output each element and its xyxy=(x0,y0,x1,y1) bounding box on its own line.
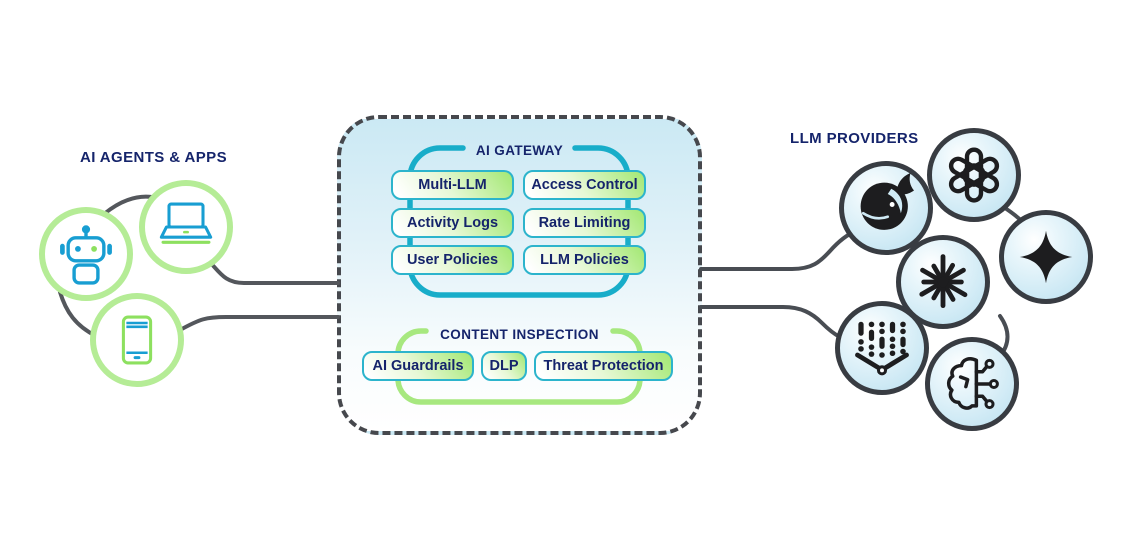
claude-starburst-circle xyxy=(896,235,990,329)
pill-user-policies: User Policies xyxy=(391,245,514,275)
pill-rate-limiting: Rate Limiting xyxy=(523,207,646,238)
gemini-star-icon xyxy=(1019,230,1073,284)
ai-gateway-label: AI GATEWAY xyxy=(475,143,564,158)
deepseek-whale-circle xyxy=(839,161,933,255)
openai-circle xyxy=(927,128,1021,222)
laptop-icon xyxy=(159,202,213,244)
pill-access-control: Access Control xyxy=(523,170,646,200)
gateway-pill-grid: Multi-LLM Access Control Activity Logs R… xyxy=(391,170,646,275)
pill-dlp: DLP xyxy=(481,351,527,381)
deepseek-whale-icon xyxy=(860,173,914,230)
claude-starburst-icon xyxy=(919,254,968,309)
link-robot-laptop xyxy=(102,194,154,216)
openai-icon xyxy=(948,147,1000,203)
robot-agent-circle xyxy=(39,207,133,301)
content-pill-row: AI Guardrails DLP Threat Protection xyxy=(362,351,673,381)
data-funnel-icon xyxy=(855,321,909,376)
pill-threat-protection: Threat Protection xyxy=(534,351,673,381)
link-phone-panel xyxy=(178,315,340,332)
robot-icon xyxy=(60,225,112,285)
data-funnel-circle xyxy=(835,301,929,395)
link-laptop-panel xyxy=(204,256,340,285)
pill-multi-llm: Multi-LLM xyxy=(391,170,514,200)
link-panel-funnel xyxy=(699,305,842,339)
llm-providers-label: LLM PROVIDERS xyxy=(790,130,919,147)
pill-llm-policies: LLM Policies xyxy=(523,245,646,275)
content-inspection-label: CONTENT INSPECTION xyxy=(440,327,599,342)
agents-apps-label: AI AGENTS & APPS xyxy=(80,149,227,166)
laptop-app-circle xyxy=(139,180,233,274)
link-panel-whale xyxy=(699,229,858,271)
pill-ai-guardrails: AI Guardrails xyxy=(362,351,474,381)
circuit-brain-circle xyxy=(925,337,1019,431)
gemini-star-circle xyxy=(999,210,1093,304)
smartphone-icon xyxy=(121,315,153,365)
mobile-app-circle xyxy=(90,293,184,387)
content-group-outline xyxy=(395,328,643,405)
circuit-brain-icon xyxy=(946,357,999,410)
pill-activity-logs: Activity Logs xyxy=(391,207,514,238)
gateway-group-outline xyxy=(407,145,631,298)
